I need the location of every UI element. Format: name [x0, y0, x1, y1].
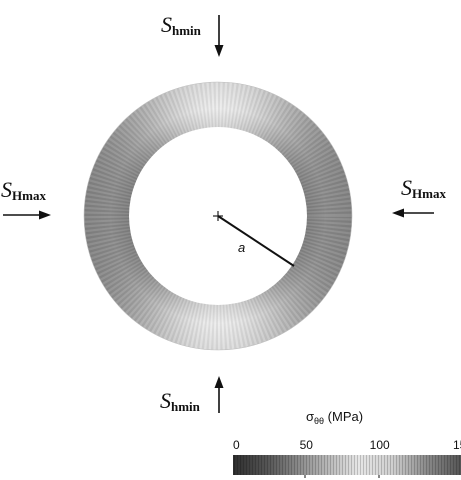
radius-label: a — [238, 240, 245, 255]
shmax-left-label: SHmax — [1, 177, 46, 203]
colorbar-tick-label: 50 — [300, 438, 314, 452]
radius-line — [217, 215, 295, 267]
shmin-top-arrow-icon — [214, 15, 224, 57]
shmin-bottom-label: Shmin — [160, 388, 201, 414]
colorbar-texture — [233, 455, 461, 475]
shmax-left-arrow-icon — [3, 210, 51, 220]
colorbar-title: σθθ (MPa) — [306, 409, 363, 426]
shmax-right-label: SHmax — [401, 175, 446, 201]
annulus-outer-edge — [83, 81, 353, 351]
shmax-right-arrow-icon — [392, 208, 434, 218]
colorbar-tick-marks — [304, 475, 380, 478]
colorbar-tick-label: 150 — [453, 438, 461, 452]
colorbar-tick-label: 0 — [233, 438, 240, 452]
colorbar-tick-label: 100 — [370, 438, 390, 452]
colorbar-tick-labels: 0 50 100 150 — [233, 438, 461, 452]
shmin-bottom-arrow-icon — [214, 376, 224, 413]
shmin-top-label: Shmin — [161, 12, 202, 38]
